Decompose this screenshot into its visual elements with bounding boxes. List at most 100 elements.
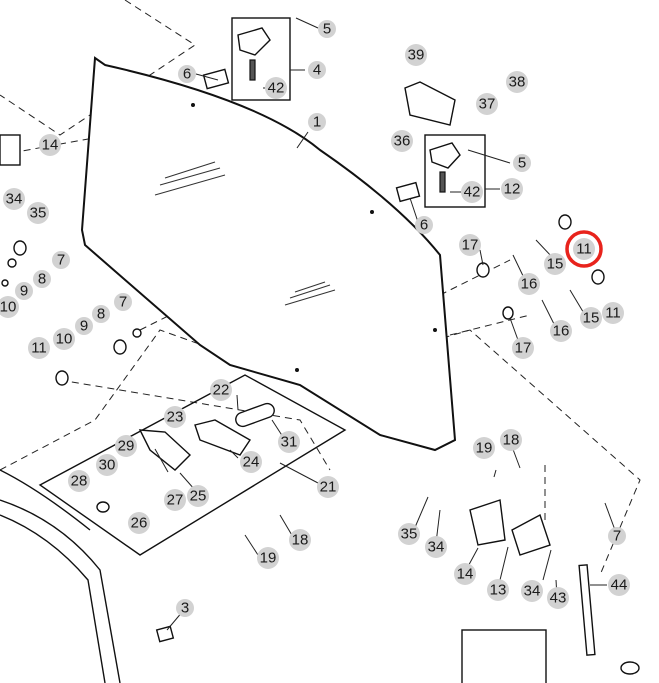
svg-text:23: 23 [167,409,184,426]
callout-11: 11 [28,337,50,359]
svg-text:42: 42 [268,80,285,97]
callout-10: 10 [0,296,19,318]
upper-hinge-assembly [202,17,291,101]
svg-text:8: 8 [38,271,46,288]
callout-3: 3 [176,599,194,617]
callout-19: 19 [257,547,279,569]
svg-text:18: 18 [292,532,309,549]
svg-text:15: 15 [583,310,600,327]
callout-27: 27 [164,489,186,511]
callout-34: 34 [425,536,447,558]
callout-11: 11 [602,302,624,324]
svg-text:36: 36 [394,133,411,150]
svg-text:6: 6 [183,66,191,83]
callout-12: 12 [501,178,523,200]
callout-10: 10 [53,328,75,350]
svg-text:7: 7 [119,294,127,311]
callout-38: 38 [506,71,528,93]
callout-6: 6 [178,65,196,83]
svg-text:30: 30 [99,457,116,474]
svg-text:18: 18 [503,432,520,449]
callout-34: 34 [3,188,25,210]
callout-15: 15 [544,253,566,275]
svg-text:5: 5 [323,21,331,38]
callout-44: 44 [608,574,630,596]
svg-text:34: 34 [428,539,445,556]
callout-1: 1 [308,113,326,131]
callout-7: 7 [52,251,70,269]
svg-text:34: 34 [524,583,541,600]
callout-34: 34 [521,580,543,602]
callout-14: 14 [39,134,61,156]
callout-29: 29 [115,435,137,457]
svg-text:3: 3 [181,600,189,617]
callout-15: 15 [580,307,602,329]
callout-19: 19 [473,437,495,459]
svg-text:38: 38 [509,74,526,91]
callout-36: 36 [391,130,413,152]
callout-18: 18 [289,529,311,551]
lower-right-parts [461,499,640,683]
callout-14: 14 [454,563,476,585]
svg-text:43: 43 [550,590,567,607]
svg-text:39: 39 [408,47,425,64]
callout-11-highlighted: 11 [565,230,603,268]
callout-5: 5 [513,154,531,172]
svg-text:19: 19 [476,440,493,457]
svg-text:26: 26 [131,515,148,532]
svg-text:9: 9 [20,283,28,300]
svg-text:7: 7 [613,528,621,545]
svg-text:24: 24 [243,454,260,471]
callout-8: 8 [92,305,110,323]
svg-text:14: 14 [42,137,59,154]
svg-text:28: 28 [71,473,88,490]
lower-left-frame [0,469,175,683]
callout-42: 42 [265,77,287,99]
callout-7: 7 [114,293,132,311]
svg-text:16: 16 [521,276,538,293]
callout-16: 16 [550,320,572,342]
callout-23: 23 [164,406,186,428]
callout-17: 17 [512,337,534,359]
callout-22: 22 [210,379,232,401]
svg-text:34: 34 [6,191,23,208]
callout-24: 24 [240,451,262,473]
svg-text:10: 10 [56,331,73,348]
highlight-ring [565,230,603,268]
callout-42: 42 [461,181,483,203]
svg-text:15: 15 [547,256,564,273]
callout-labels: 1 3 4 5 5 6 6 7 7 7 8 8 9 9 10 10 11 11 … [0,20,630,617]
callout-16: 16 [518,273,540,295]
callout-4: 4 [308,61,326,79]
svg-text:35: 35 [401,526,418,543]
callout-35: 35 [27,202,49,224]
callout-43: 43 [547,587,569,609]
svg-text:11: 11 [31,340,47,357]
svg-text:29: 29 [118,438,135,455]
right-hinge-assembly [395,81,486,208]
svg-text:1: 1 [313,114,321,131]
svg-text:17: 17 [515,340,532,357]
callout-5: 5 [318,20,336,38]
svg-text:31: 31 [281,434,298,451]
svg-text:42: 42 [464,184,481,201]
callout-21: 21 [317,476,339,498]
svg-text:17: 17 [462,237,479,254]
svg-text:13: 13 [490,582,507,599]
svg-text:4: 4 [313,62,321,79]
svg-text:8: 8 [97,306,105,323]
svg-text:37: 37 [479,96,496,113]
svg-text:11: 11 [576,241,592,258]
callout-9: 9 [75,317,93,335]
callout-39: 39 [405,44,427,66]
callout-31: 31 [278,431,300,453]
svg-text:22: 22 [213,382,230,399]
callout-13: 13 [487,579,509,601]
svg-text:19: 19 [260,550,277,567]
callout-26: 26 [128,512,150,534]
svg-text:27: 27 [167,492,184,509]
left-hardware [0,134,605,386]
callout-25: 25 [187,485,209,507]
callout-35: 35 [398,523,420,545]
callout-8: 8 [33,270,51,288]
